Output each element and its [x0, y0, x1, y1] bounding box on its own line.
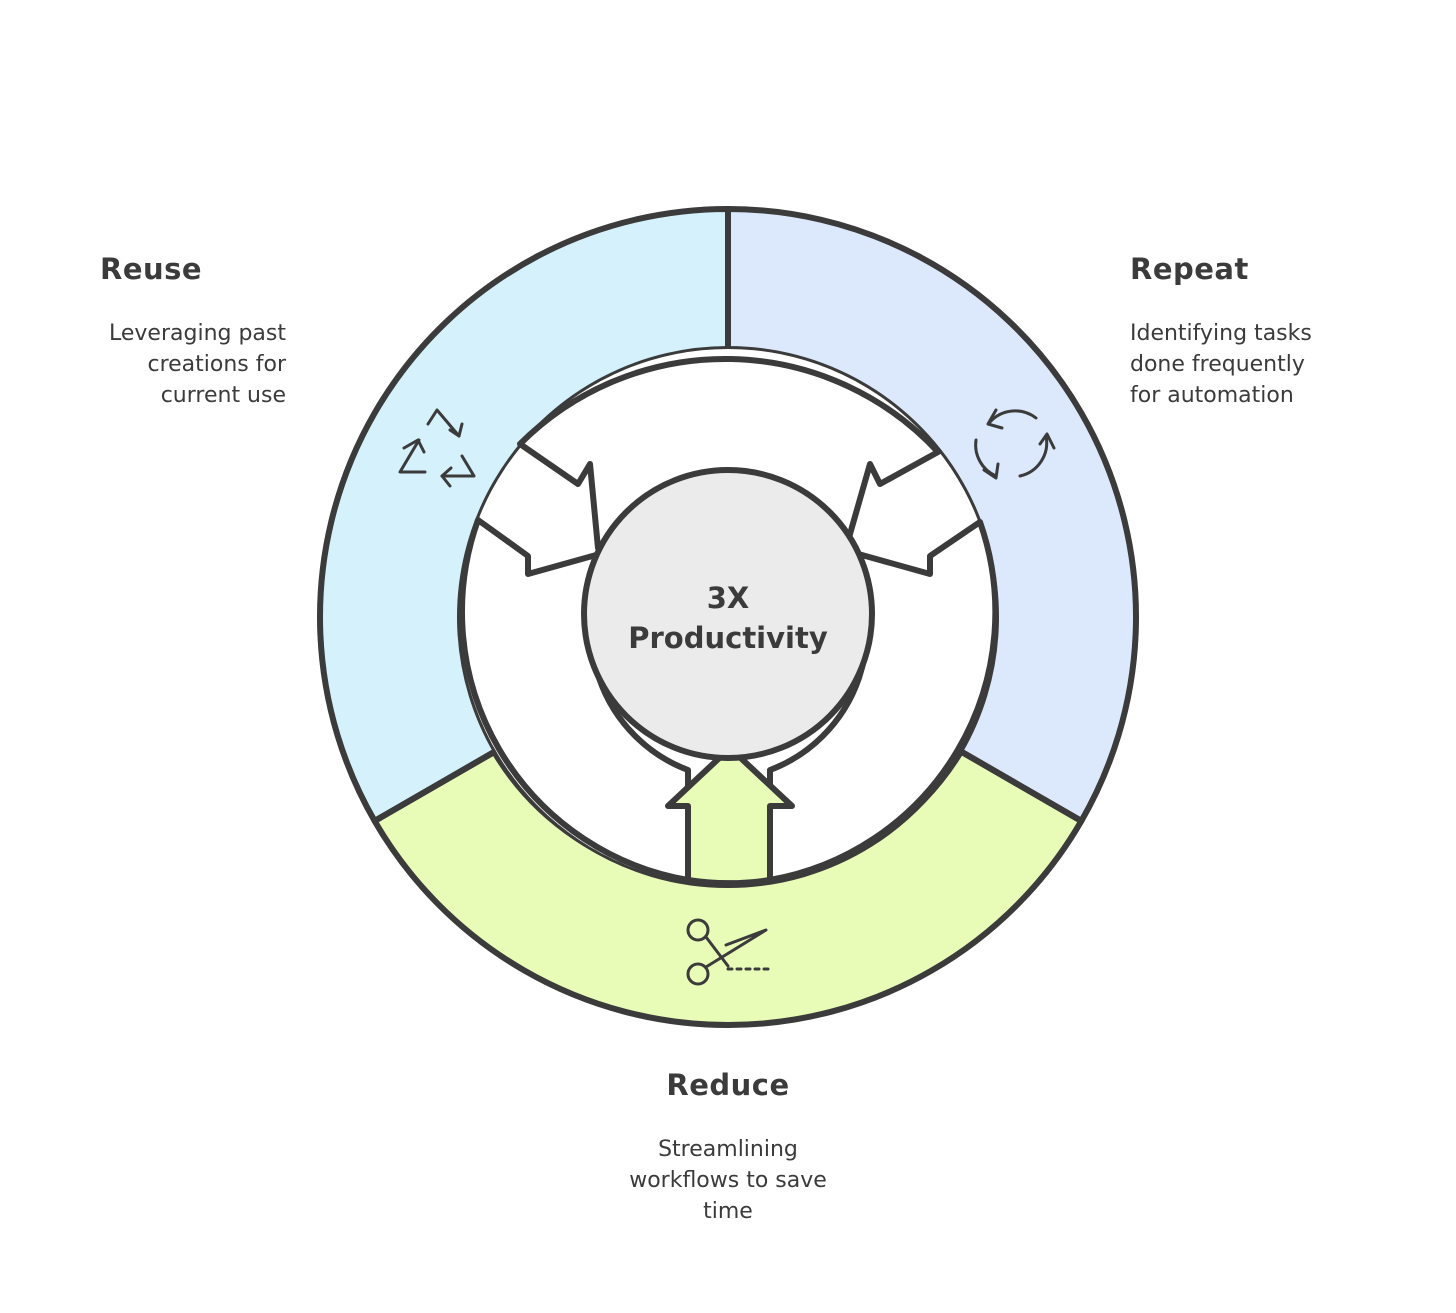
inner-drawn [373, 209, 1083, 887]
reduce-title: Reduce [666, 1068, 790, 1102]
reduce-description: Streamlining workflows to save time [629, 1137, 827, 1224]
center-circle [581, 467, 875, 761]
repeat-description: Identifying tasks done frequently for au… [1130, 321, 1312, 408]
reuse-description: Leveraging past creations for current us… [109, 321, 286, 408]
segment-label-reuse: Reuse [100, 252, 290, 286]
cycle-arrows-icon [974, 408, 1056, 480]
center-line-1: 3X [707, 581, 750, 615]
segment-divider-1 [373, 748, 498, 824]
segment-label-reduce: Reduce [600, 1068, 856, 1102]
segment-divider-2 [958, 748, 1083, 824]
repeat-title: Repeat [1130, 252, 1249, 286]
reuse-title: Reuse [100, 252, 203, 286]
arrow-reduce-up [665, 745, 795, 887]
center-line-2: Productivity [628, 621, 828, 655]
segment-label-repeat: Repeat [1130, 252, 1350, 286]
scissors-icon [686, 918, 770, 986]
recycle-icon [398, 408, 476, 488]
